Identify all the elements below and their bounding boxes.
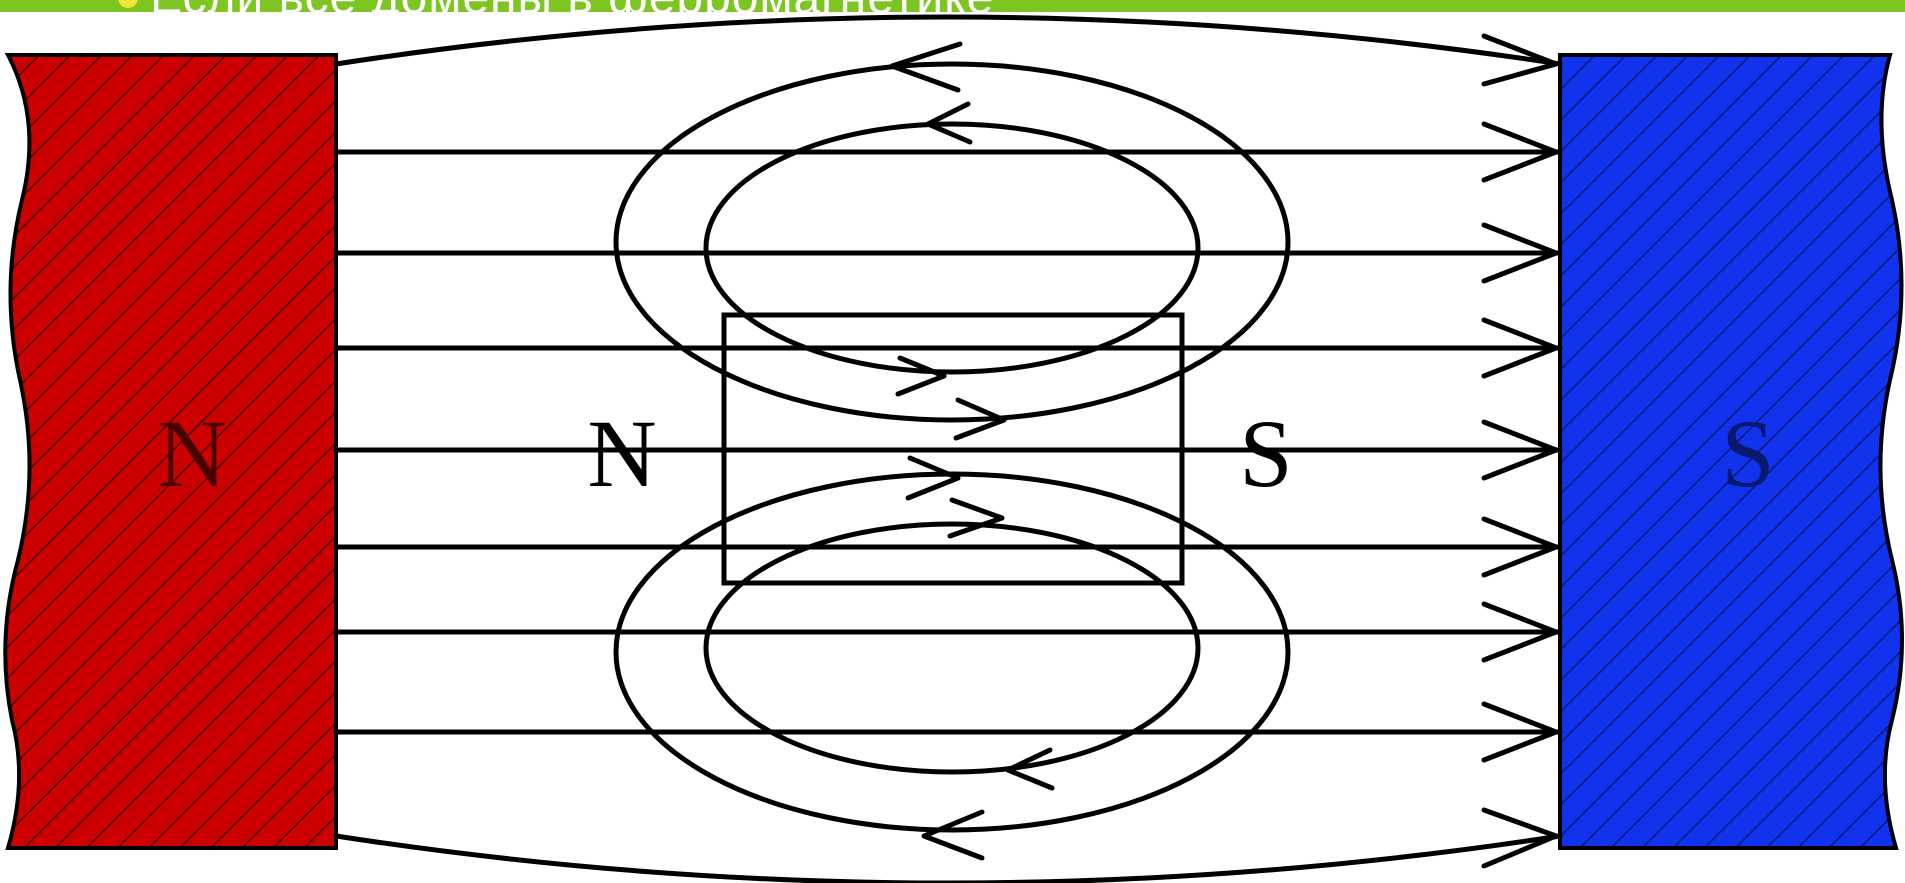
upper-inner-loop — [706, 124, 1198, 372]
field-lines — [336, 17, 1560, 883]
loop-arrow — [950, 500, 1002, 536]
upper-outer-loop — [616, 64, 1288, 420]
north-magnet-label: N — [157, 400, 226, 507]
lower-outer-loop — [616, 474, 1288, 830]
sample-north-label: N — [587, 400, 656, 507]
loop-arrow — [1008, 750, 1052, 788]
south-magnet-label: S — [1721, 400, 1774, 507]
loop-arrow — [924, 812, 982, 858]
loop-arrow — [898, 358, 944, 394]
lower-inner-loop — [706, 524, 1198, 772]
field-line-top-curve — [336, 17, 1560, 64]
field-line-arrow — [1484, 810, 1556, 866]
loop-arrow — [908, 458, 958, 498]
sample-south-label: S — [1239, 400, 1292, 507]
